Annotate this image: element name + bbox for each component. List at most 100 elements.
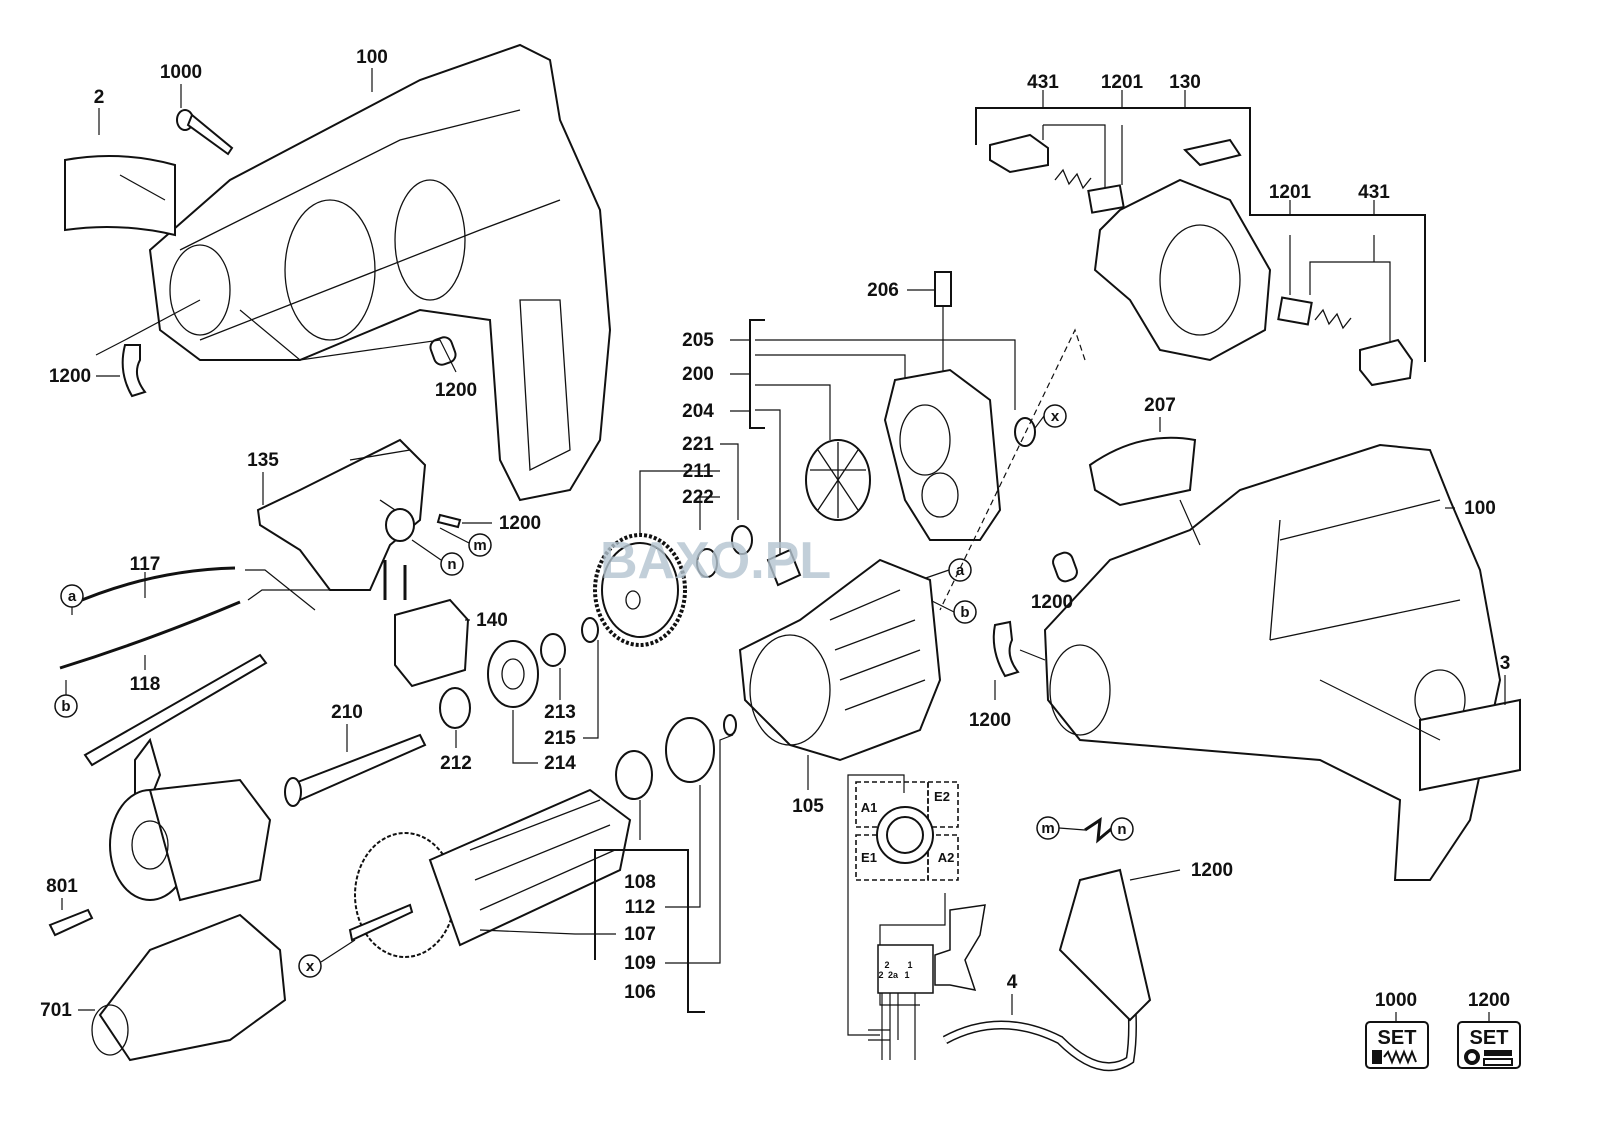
label-205: 205 <box>682 330 714 351</box>
label-109: 109 <box>624 953 656 974</box>
bracket-brush-group <box>975 107 1426 362</box>
label-1000: 1000 <box>160 62 202 83</box>
label-212: 212 <box>440 753 472 774</box>
screw-1200 <box>436 513 462 529</box>
label-135: 135 <box>247 450 279 471</box>
keyless-chuck-701 <box>91 913 287 1062</box>
set-1000-icon: 1000 SET <box>1365 990 1429 1069</box>
connector-n-switch: n <box>440 552 464 576</box>
svg-text:b: b <box>960 604 969 621</box>
label-200: 200 <box>682 364 714 385</box>
washer-221 <box>731 525 753 555</box>
label-130: 130 <box>1169 72 1201 93</box>
connector-b-stator: b <box>953 600 977 624</box>
label-1201-right: 1201 <box>1269 182 1312 203</box>
label-1200-b: 1200 <box>435 380 477 401</box>
svg-text:n: n <box>447 556 456 573</box>
watermark: BAXO.PL <box>600 532 831 590</box>
svg-text:A2: A2 <box>938 850 955 865</box>
svg-text:1: 1 <box>907 960 912 970</box>
label-140: 140 <box>476 610 508 631</box>
label-2: 2 <box>94 87 105 108</box>
connector-n-cable: n <box>1110 817 1134 841</box>
label-106: 106 <box>624 982 656 1003</box>
clip-1200 <box>121 344 147 398</box>
svg-text:n: n <box>1117 821 1126 838</box>
svg-text:2a: 2a <box>888 970 899 980</box>
label-215: 215 <box>544 728 576 749</box>
label-4: 4 <box>1007 972 1018 993</box>
clip-1200-right <box>992 620 1020 678</box>
label-207: 207 <box>1144 395 1176 416</box>
cover-207 <box>1088 436 1197 507</box>
switch-135 <box>256 438 427 591</box>
connector-x-right: x <box>1043 404 1067 428</box>
label-210: 210 <box>331 702 363 723</box>
needle-bearing <box>766 548 802 587</box>
label-1200-a: 1200 <box>49 366 91 387</box>
connector-m-switch: m <box>468 533 492 557</box>
label-107: 107 <box>624 924 656 945</box>
gear-211 <box>593 533 687 647</box>
spring-right <box>1314 308 1352 330</box>
circlip-222 <box>696 548 718 578</box>
label-plate-3 <box>1419 698 1521 792</box>
label-701: 701 <box>40 1000 72 1021</box>
bracket-200 <box>749 319 765 429</box>
label-431-left: 431 <box>1027 72 1059 93</box>
svg-text:2: 2 <box>884 960 889 970</box>
label-214: 214 <box>544 753 576 774</box>
label-3: 3 <box>1500 653 1511 674</box>
label-1201-left: 1201 <box>1101 72 1144 93</box>
bearing-213 <box>540 633 566 667</box>
label-118: 118 <box>130 674 161 695</box>
svg-text:m: m <box>473 537 486 554</box>
lead-wire-117 <box>69 566 236 607</box>
set-1200-icon: 1200 SET <box>1457 990 1521 1069</box>
svg-text:E1: E1 <box>861 850 877 865</box>
label-1200-c: 1200 <box>499 513 541 534</box>
label-222: 222 <box>682 487 714 508</box>
sleeve-112 <box>665 717 715 783</box>
pin-1200-right <box>1052 551 1078 583</box>
label-204: 204 <box>682 401 714 422</box>
connector-b-left: b <box>54 694 78 718</box>
svg-text:a: a <box>68 588 77 605</box>
svg-text:A1: A1 <box>861 800 878 815</box>
carbon-brush-left <box>989 133 1049 174</box>
label-206: 206 <box>867 280 899 301</box>
label-112: 112 <box>625 897 656 918</box>
bearing-212 <box>439 687 471 729</box>
svg-text:1200: 1200 <box>1468 990 1510 1011</box>
label-100-right: 100 <box>1464 498 1496 519</box>
label-1200-e: 1200 <box>969 710 1011 731</box>
ring-215 <box>581 617 599 643</box>
label-1200-f: 1200 <box>1191 860 1233 881</box>
cable-sleeve <box>1058 868 1152 1022</box>
svg-text:x: x <box>1051 408 1060 425</box>
carbon-brush-right <box>1359 338 1414 387</box>
label-117: 117 <box>130 554 161 575</box>
label-801: 801 <box>46 876 78 897</box>
armature-107 <box>348 788 632 958</box>
label-108: 108 <box>624 872 656 893</box>
right-housing-part <box>1043 443 1502 881</box>
svg-text:2: 2 <box>878 970 883 980</box>
connector-x-armature: x <box>298 954 322 978</box>
spring-left <box>1054 168 1092 190</box>
bearing-214 <box>487 640 539 708</box>
bracket-106 <box>594 849 705 1013</box>
ring-109 <box>723 714 737 736</box>
connector-a-stator: a <box>948 558 972 582</box>
label-221: 221 <box>682 434 714 455</box>
svg-text:m: m <box>1041 820 1054 837</box>
label-213: 213 <box>544 702 576 723</box>
chuck-key-rod <box>83 653 268 767</box>
keyed-chuck <box>109 778 272 902</box>
svg-text:x: x <box>306 958 315 975</box>
bearing-108 <box>615 750 653 800</box>
gear-housing-200 <box>883 368 1002 541</box>
brush-block-left <box>1087 184 1125 214</box>
part-206 <box>934 271 952 307</box>
